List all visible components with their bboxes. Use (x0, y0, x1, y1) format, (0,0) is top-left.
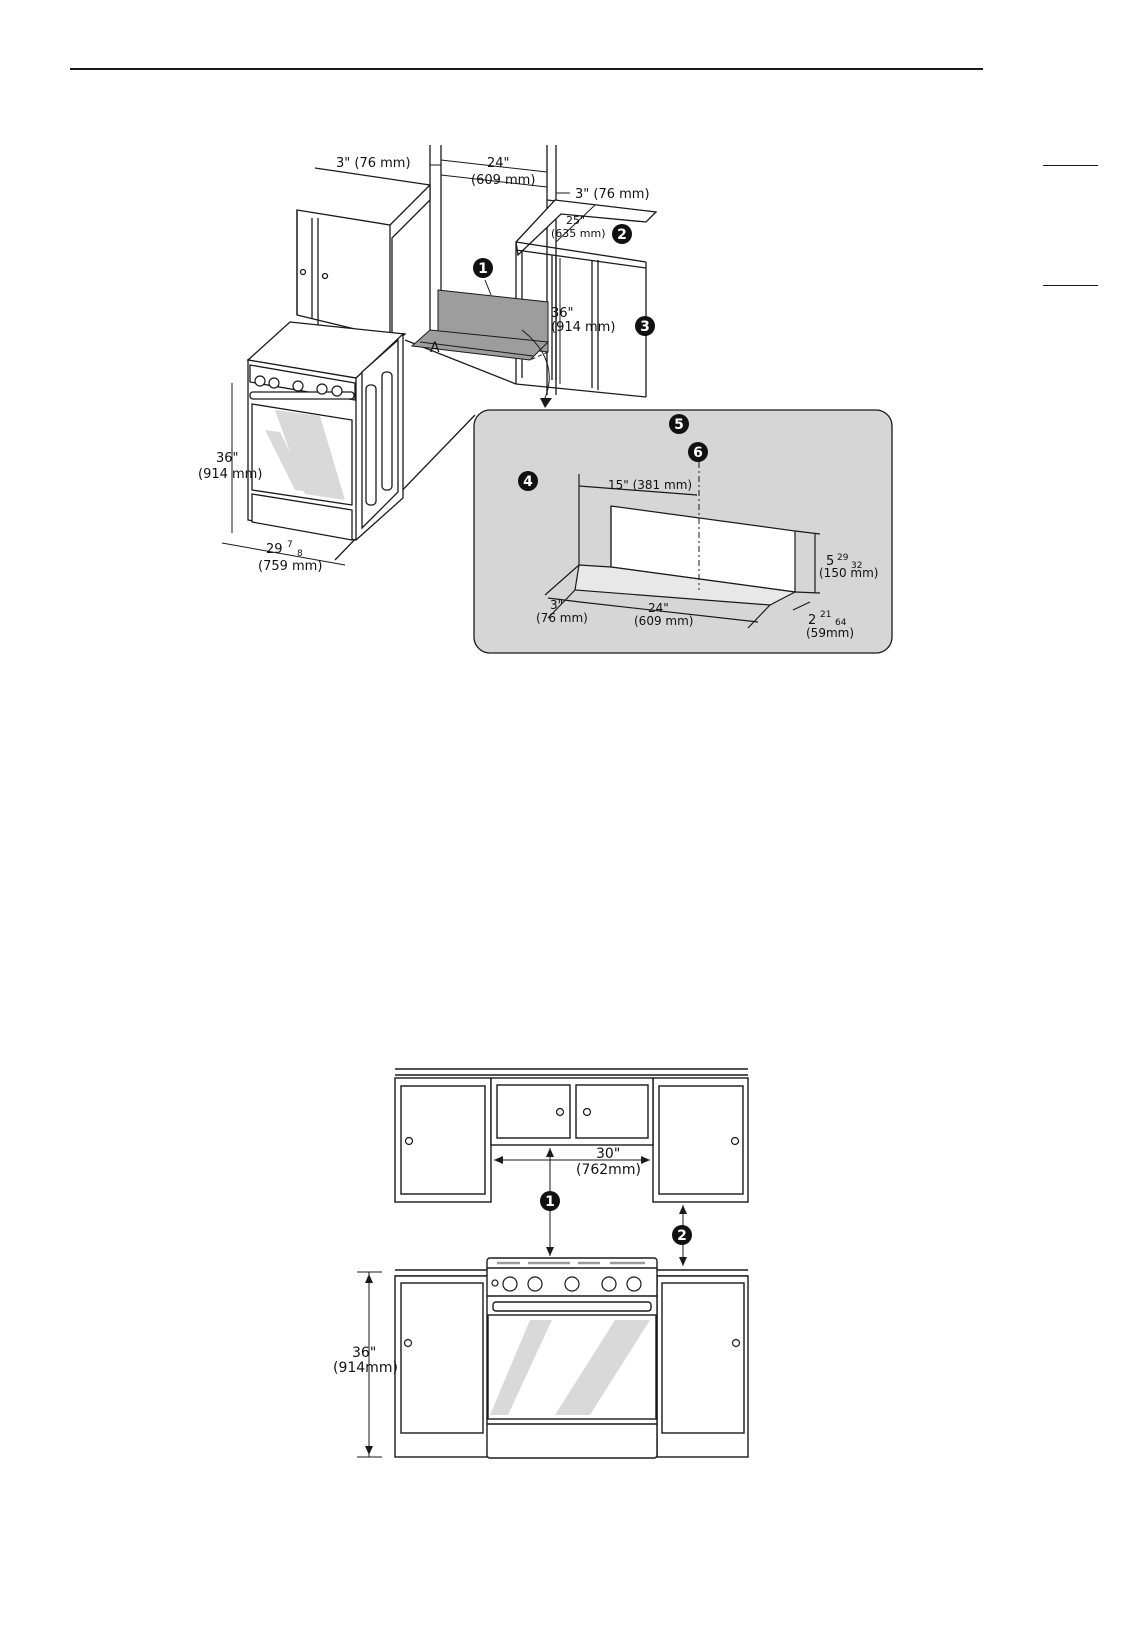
range-width-mm: (759 mm) (258, 559, 322, 574)
front-view-clearance-diagram: 30" (762mm) 36" (914mm) 1 2 (0, 1055, 1146, 1475)
svg-text:1: 1 (478, 261, 488, 277)
range-width-whole: 29 (266, 542, 283, 557)
callout-3: 3 (635, 316, 655, 336)
opening-width-in: 24" (487, 156, 510, 171)
range-width-numerator: 7 (287, 540, 293, 550)
callout-5: 5 (669, 414, 689, 434)
detail-inset: 4 5 6 15" (381 mm) 3" (76 mm) 24" (609 m… (474, 410, 892, 653)
callout-2: 2 (672, 1225, 692, 1245)
right-clearance-label: 3" (76 mm) (575, 187, 650, 202)
side-clearance-label: 3" (76 mm) (336, 156, 411, 171)
callout-6: 6 (688, 442, 708, 462)
opening-width-in: 30" (596, 1146, 620, 1162)
counter-height-in: 36" (352, 1345, 376, 1361)
depth-mm: (635 mm) (551, 227, 606, 240)
svg-text:5: 5 (674, 417, 684, 433)
range-height-mm: (914 mm) (198, 467, 262, 482)
callout-1: 1 (540, 1191, 560, 1211)
dimension-a-label: A (430, 340, 440, 356)
svg-text:1: 1 (545, 1194, 555, 1210)
callout-2: 2 (612, 224, 632, 244)
installation-clearance-diagram: 3" (76 mm) 24" (609 mm) 3" (76 mm) 25" (… (0, 0, 1146, 700)
detail-left-in: 3" (550, 598, 563, 612)
svg-text:6: 6 (693, 445, 703, 461)
svg-text:3: 3 (640, 319, 650, 335)
range-height-in: 36" (216, 451, 239, 466)
svg-text:2: 2 (617, 227, 627, 243)
detail-left-mm: (76 mm) (536, 611, 588, 625)
svg-text:2: 2 (677, 1228, 687, 1244)
wall-height-mm: (914 mm) (551, 320, 615, 335)
detail-height-mm: (150 mm) (819, 566, 878, 580)
counter-height-mm: (914mm) (333, 1360, 398, 1376)
callout-1: 1 (473, 258, 493, 278)
range-width-denominator: 8 (297, 549, 303, 559)
detail-depth-numerator: 21 (820, 610, 831, 620)
svg-text:4: 4 (523, 474, 533, 490)
callout-4: 4 (518, 471, 538, 491)
wall-height-in: 36" (551, 306, 574, 321)
detail-depth-mm: (59mm) (806, 626, 854, 640)
center-distance-label: 15" (381 mm) (608, 478, 692, 492)
opening-width-mm: (762mm) (576, 1162, 641, 1178)
depth-in: 25" (566, 214, 585, 227)
detail-height-numerator: 29 (837, 553, 849, 563)
detail-width-in: 24" (648, 601, 669, 615)
detail-width-mm: (609 mm) (634, 614, 693, 628)
opening-width-mm: (609 mm) (471, 173, 535, 188)
